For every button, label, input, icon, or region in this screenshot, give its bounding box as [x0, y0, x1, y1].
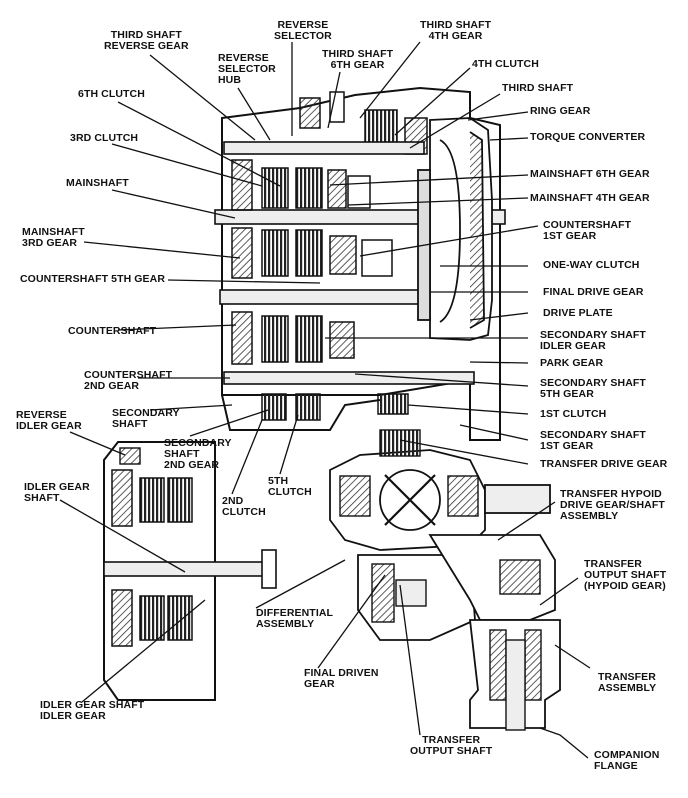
label-4th-clutch: 4TH CLUTCH: [472, 58, 539, 70]
label-transfer-drive-gear: TRANSFER DRIVE GEAR: [540, 458, 668, 470]
differential: [329, 429, 551, 551]
label-mainshaft-4th-gear: MAINSHAFT 4TH GEAR: [530, 192, 650, 204]
label-final-drive-gear: FINAL DRIVE GEAR: [543, 286, 644, 298]
idler-assembly: [103, 441, 277, 701]
label-mainshaft-6th-gear: MAINSHAFT 6TH GEAR: [530, 168, 650, 180]
label-mainshaft: MAINSHAFT: [66, 177, 129, 189]
torque-converter: [417, 117, 493, 341]
label-6th-clutch: 6TH CLUTCH: [78, 88, 145, 100]
leader-lines: [59, 41, 591, 759]
label-countershaft: COUNTERSHAFT: [68, 325, 157, 337]
label-torque-converter: TORQUE CONVERTER: [530, 131, 646, 143]
label-3rd-clutch: 3RD CLUTCH: [70, 132, 139, 144]
label-park-gear: PARK GEAR: [540, 357, 604, 369]
transfer-housing: [357, 534, 561, 731]
label-third-shaft: THIRD SHAFT: [502, 82, 574, 94]
label-1st-clutch: 1ST CLUTCH: [540, 408, 607, 420]
clutch-packs-lower: [231, 311, 409, 421]
clutch-packs-upper: [231, 159, 393, 279]
label-drive-plate: DRIVE PLATE: [543, 307, 613, 319]
label-ring-gear: RING GEAR: [530, 105, 591, 117]
label-one-way-clutch: ONE-WAY CLUTCH: [543, 259, 640, 271]
label-countershaft-5th-gear: COUNTERSHAFT 5TH GEAR: [20, 273, 166, 285]
